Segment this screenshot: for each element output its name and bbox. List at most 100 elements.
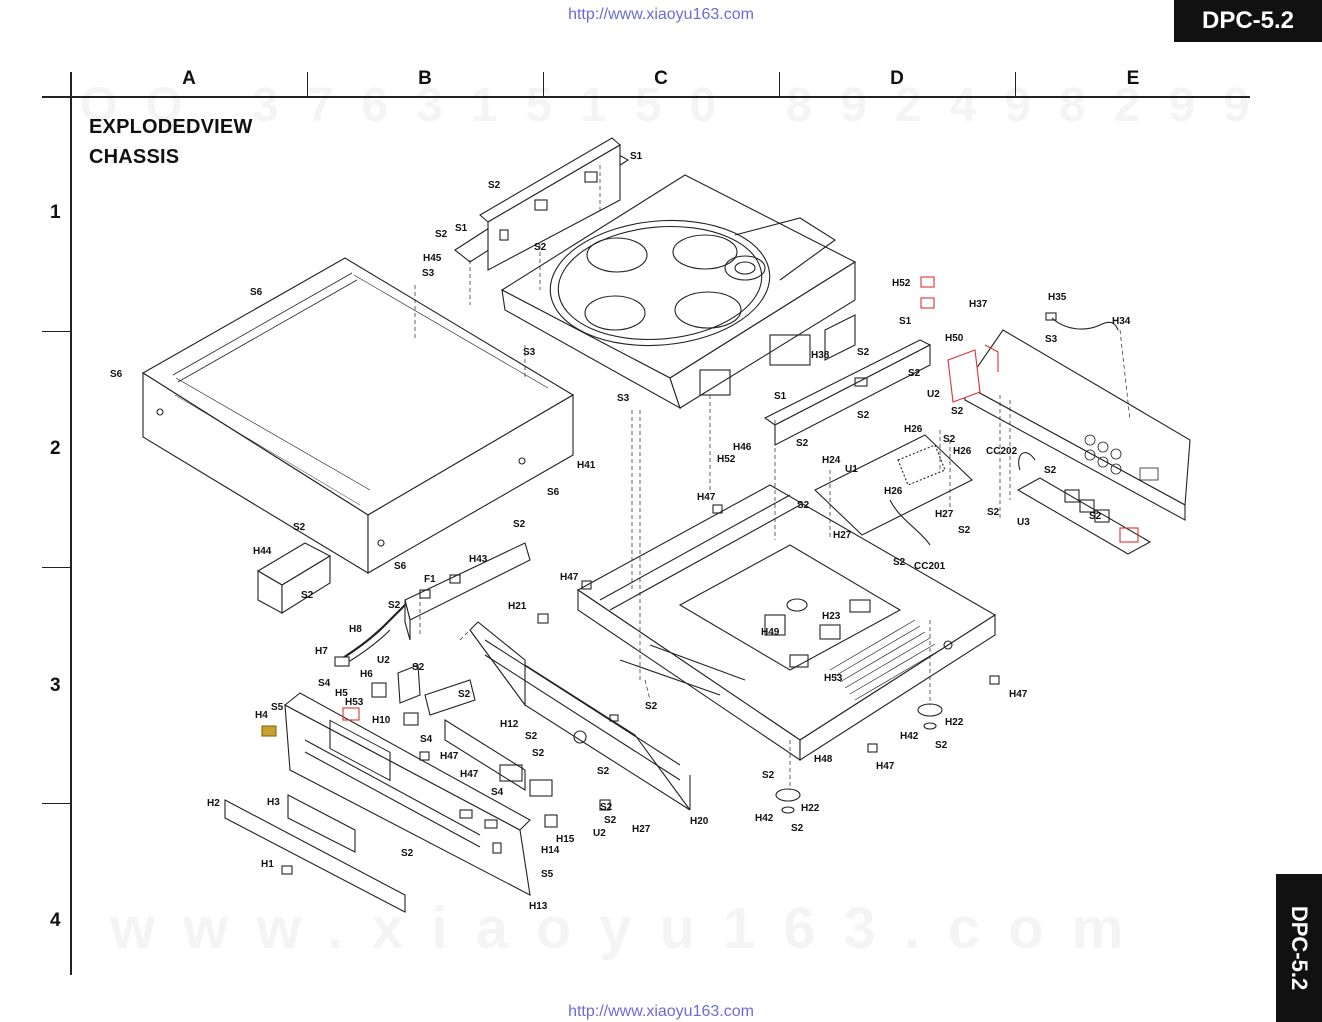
part-label: S2 [1089,511,1102,522]
part-label: H3 [267,797,280,808]
part-label: H34 [1112,316,1131,327]
part-label: S2 [600,802,613,813]
part-label: H22 [945,717,964,728]
cd-mechanism [500,174,857,410]
model-number: DPC-5.2 [1201,7,1295,34]
part-label: S2 [797,500,810,511]
part-label: H47 [440,751,459,762]
source-url-bottom[interactable]: http://www.xiaoyu163.com [568,1003,754,1020]
row-label-4: 4 [50,910,61,931]
part-label: S2 [762,770,775,781]
part-label: U2 [593,828,606,839]
part-label: H26 [953,446,972,457]
rear-bracket [763,339,932,446]
part-label: S2 [857,410,870,421]
part-label: H13 [529,901,548,912]
part-label: S2 [958,525,971,536]
part-label: H47 [460,769,479,780]
part-label: H49 [761,627,780,638]
part-label: H23 [822,611,841,622]
part-label: S2 [908,368,921,379]
part-label: H42 [900,731,919,742]
part-label: S4 [420,734,433,745]
wire-harness-h8 [334,604,406,667]
model-tab-top: DPC-5.2 [1174,0,1322,42]
part-label: H10 [372,715,391,726]
part-label: S1 [455,223,468,234]
grid-row-divider [42,567,70,568]
part-label: S2 [532,748,545,759]
part-label: S2 [513,519,526,530]
part-label: H22 [801,803,820,814]
part-label: S2 [525,731,538,742]
pcb-u3 [1016,452,1152,555]
part-label: H48 [814,754,833,765]
part-label: S2 [796,438,809,449]
part-label: H2 [207,798,220,809]
part-label: S2 [604,815,617,826]
part-label: H1 [261,859,274,870]
part-label: H37 [969,299,988,310]
spacer-blocks [419,504,1000,761]
part-label: H47 [560,572,579,583]
front-trim [224,725,406,913]
part-label: H27 [935,509,954,520]
part-label: H52 [892,278,911,289]
part-label: H53 [824,673,843,684]
watermark-site: www.xiaoyu163.com [110,895,1151,962]
bracket-h44 [256,542,332,614]
part-label: S2 [1044,465,1057,476]
part-label: S5 [541,869,554,880]
part-label: S2 [412,662,425,673]
source-url-top[interactable]: http://www.xiaoyu163.com [568,6,754,23]
column-label-d: D [890,68,904,89]
grid-col-divider [307,72,308,96]
part-label: S3 [1045,334,1058,345]
part-label: H15 [556,834,575,845]
part-label: H24 [822,455,841,466]
column-label-a: A [182,68,196,89]
diagram-title: EXPLODEDVIEW [89,116,253,138]
part-label: H4 [255,710,268,721]
grid-top-border [42,96,1250,98]
bottom-chassis [576,484,997,762]
part-label: S2 [488,180,501,191]
part-label: H27 [632,824,651,835]
part-label: S2 [645,701,658,712]
part-label: H35 [1048,292,1067,303]
part-label: H5 [335,688,348,699]
part-label: H43 [469,554,488,565]
part-label: S2 [893,557,906,568]
part-label: H47 [697,492,716,503]
front-panel-h13 [284,692,531,896]
part-label: H44 [253,546,272,557]
part-label: S2 [987,507,1000,518]
part-label: S2 [791,823,804,834]
part-label: H7 [315,646,328,657]
grid-col-divider [779,72,780,96]
pcb-u1 [814,434,973,546]
part-label: U2 [927,389,940,400]
part-label: S1 [899,316,912,327]
part-label: S2 [857,347,870,358]
part-label: S6 [547,487,560,498]
part-label: S1 [774,391,787,402]
part-label: H26 [884,486,903,497]
part-label: S2 [943,434,956,445]
row-label-3: 3 [50,675,61,696]
part-label: S6 [394,561,407,572]
grid-col-divider [543,72,544,96]
part-label: S2 [293,522,306,533]
column-label-b: B [418,68,432,89]
part-label: S2 [597,766,610,777]
part-label: F1 [424,574,436,585]
top-cover [141,257,575,574]
part-label: CC202 [986,446,1018,457]
part-label: H27 [833,530,852,541]
part-label: S3 [523,347,536,358]
part-label: H8 [349,624,362,635]
part-label: U1 [845,464,858,475]
part-label: H14 [541,845,560,856]
part-label: U3 [1017,517,1030,528]
